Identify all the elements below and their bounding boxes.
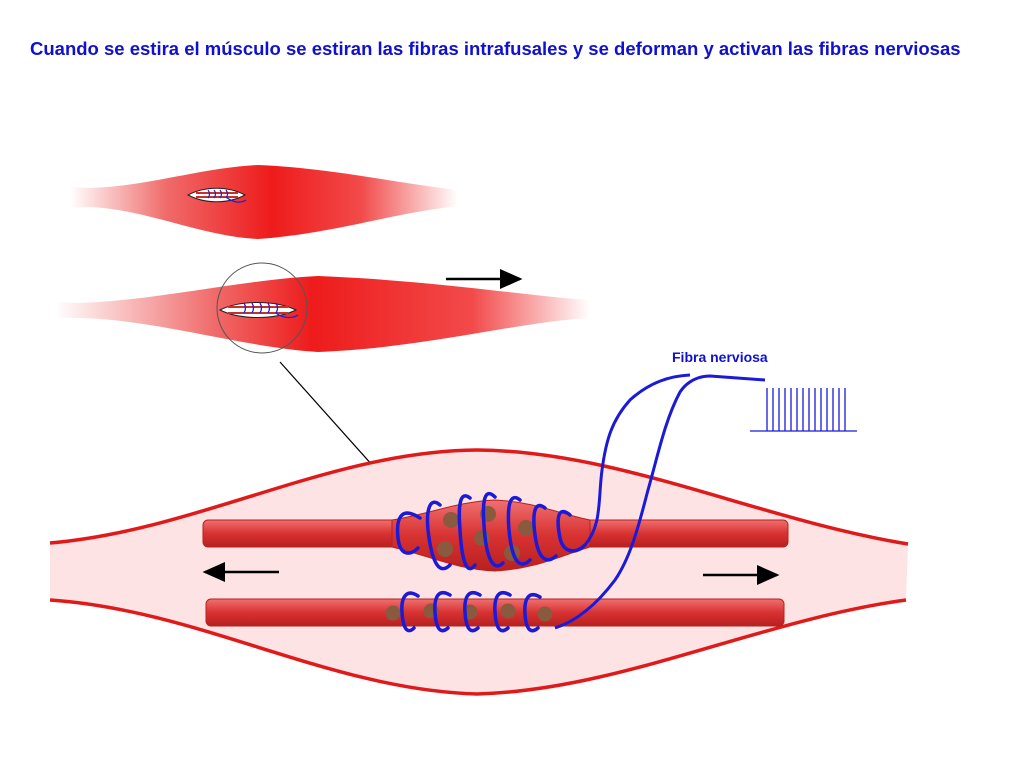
muscle-stretched <box>55 262 590 354</box>
nucleus <box>518 520 534 536</box>
muscle-enlarged-bottom-edge <box>49 598 907 696</box>
nucleus <box>537 606 553 622</box>
nucleus <box>385 605 401 621</box>
nerve-coil-upper <box>395 491 587 571</box>
nerve-coil-lower <box>400 590 542 633</box>
slide-title: Cuando se estira el músculo se estiran l… <box>30 38 961 59</box>
nerve-fiber-upper <box>583 373 691 546</box>
magnifier-circle <box>216 262 308 354</box>
spindle-small-stretched <box>218 302 299 319</box>
nucleus <box>500 603 516 619</box>
muscle-relaxed <box>70 165 458 239</box>
muscle-enlarged <box>49 373 909 696</box>
muscle-relaxed-belly <box>70 165 458 239</box>
muscle-enlarged-fill <box>50 450 908 694</box>
muscle-stretched-belly <box>55 276 590 352</box>
nerve-fiber-lower <box>554 374 766 630</box>
spindle-small-relaxed <box>186 187 247 203</box>
nucleus <box>443 512 459 528</box>
muscle-enlarged-top-edge <box>49 448 909 546</box>
action-potential-train <box>750 388 857 432</box>
nerve-fiber-label: Fibra nerviosa <box>672 349 768 365</box>
nucleus <box>437 541 453 557</box>
